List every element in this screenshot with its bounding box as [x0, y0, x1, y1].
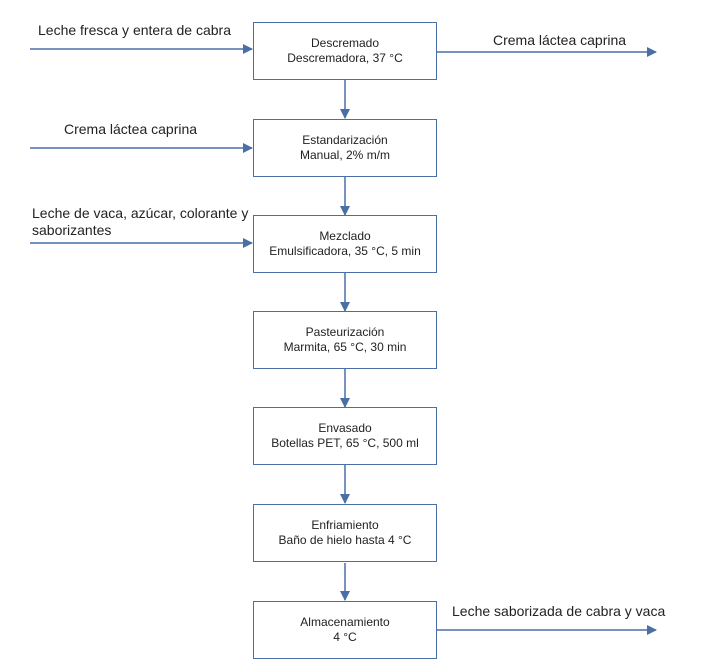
step-envasado: Envasado Botellas PET, 65 °C, 500 ml	[253, 407, 437, 465]
input-label-crema: Crema láctea caprina	[64, 121, 198, 137]
step-detail: Marmita, 65 °C, 30 min	[283, 340, 407, 354]
step-detail: Botellas PET, 65 °C, 500 ml	[271, 436, 419, 450]
step-pasteurizacion: Pasteurización Marmita, 65 °C, 30 min	[253, 311, 437, 369]
input-label-mezcla-line1: Leche de vaca, azúcar, colorante y	[32, 205, 249, 221]
output-label-producto: Leche saborizada de cabra y vaca	[452, 603, 666, 619]
step-name: Mezclado	[319, 229, 371, 243]
step-descremado: Descremado Descremadora, 37 °C	[253, 22, 437, 80]
step-name: Descremado	[310, 36, 380, 50]
step-name: Envasado	[318, 421, 372, 435]
step-detail: Baño de hielo hasta 4 °C	[278, 533, 412, 547]
step-detail: Manual, 2% m/m	[299, 148, 391, 162]
step-detail: 4 °C	[333, 630, 357, 644]
step-detail: Emulsificadora, 35 °C, 5 min	[269, 244, 421, 258]
step-estandarizacion: Estandarización Manual, 2% m/m	[253, 119, 437, 177]
input-label-leche-cabra: Leche fresca y entera de cabra	[38, 22, 232, 38]
step-name: Enfriamiento	[311, 518, 379, 532]
step-name: Pasteurización	[305, 325, 385, 339]
step-name: Almacenamiento	[300, 615, 390, 629]
output-label-crema: Crema láctea caprina	[493, 32, 627, 48]
step-name: Estandarización	[302, 133, 388, 147]
step-detail: Descremadora, 37 °C	[287, 51, 403, 65]
step-mezclado: Mezclado Emulsificadora, 35 °C, 5 min	[253, 215, 437, 273]
input-label-mezcla-line2: saborizantes	[32, 222, 112, 238]
step-enfriamiento: Enfriamiento Baño de hielo hasta 4 °C	[253, 504, 437, 562]
step-almacenamiento: Almacenamiento 4 °C	[253, 601, 437, 659]
